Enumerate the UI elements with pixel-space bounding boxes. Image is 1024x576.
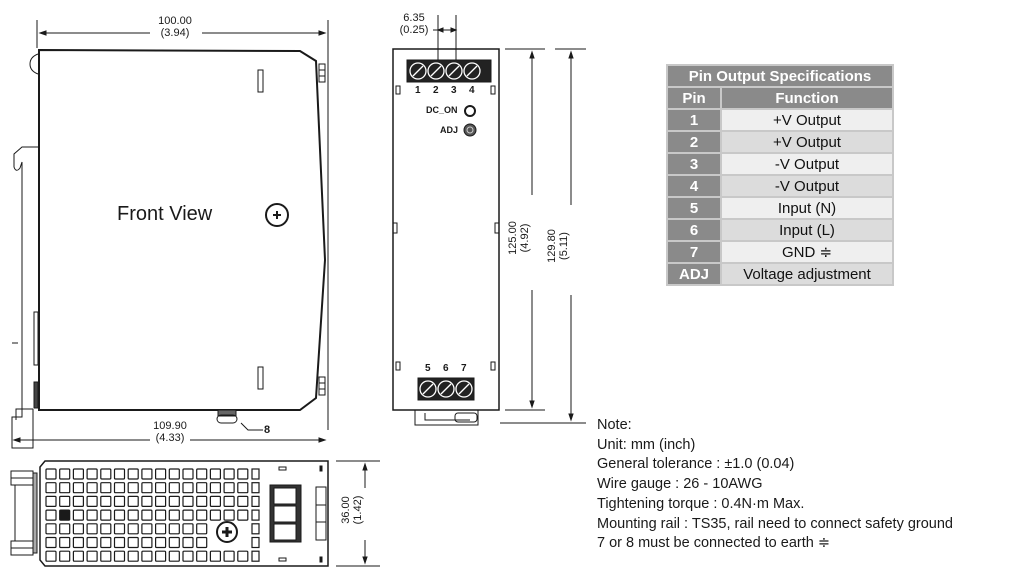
width-top-mm: 100.00 <box>158 15 192 27</box>
note-earth: 7 or 8 must be connected to earth ≑ <box>597 535 831 552</box>
pin-4-label: 4 <box>469 85 475 96</box>
width-top-dimension: 100.00 (3.94) <box>145 15 205 39</box>
pin-cell: ADJ <box>666 262 722 286</box>
dc-on-label: DC_ON <box>426 105 458 115</box>
pin-6-label: 6 <box>443 363 449 374</box>
notes-block: Note: Unit: mm (inch) General tolerance … <box>597 416 953 554</box>
pin-cell: 1 <box>666 108 722 132</box>
header-pin: Pin <box>666 86 722 110</box>
pin-cell: 6 <box>666 218 722 242</box>
depth-dimension: 36.00 (1.42) <box>340 483 364 537</box>
pin-cell: 5 <box>666 196 722 220</box>
adj-label: ADJ <box>440 125 459 135</box>
function-cell: GND ≑ <box>720 240 894 264</box>
width-top-inch: (3.94) <box>160 27 190 39</box>
function-cell: -V Output <box>720 174 894 198</box>
note-mounting-rail: Mounting rail : TS35, rail need to conne… <box>597 515 954 532</box>
pin-7-label: 7 <box>461 363 467 374</box>
depth-inch: (1.42) <box>352 495 364 525</box>
height-body-inch: (4.92) <box>519 223 531 253</box>
pin-5-label: 5 <box>425 363 431 374</box>
table-title: Pin Output Specifications <box>666 64 894 88</box>
note-wire-gauge: Wire gauge : 26 - 10AWG <box>597 476 763 493</box>
pin-2-label: 2 <box>433 85 439 96</box>
note-unit: Unit: mm (inch) <box>597 436 696 453</box>
table-row: 3-V Output <box>666 152 894 176</box>
height-body-dimension: 125.00 (4.92) <box>507 194 531 282</box>
depth-mm: 36.00 <box>340 496 352 524</box>
function-cell: Voltage adjustment <box>720 262 894 286</box>
ground-terminal-callout: 8 <box>264 424 271 436</box>
header-function: Function <box>720 86 894 110</box>
pin-cell: 3 <box>666 152 722 176</box>
height-total-dimension: 129.80 (5.11) <box>546 202 570 290</box>
note-tolerance: General tolerance : ±1.0 (0.04) <box>597 456 795 473</box>
height-body-mm: 125.00 <box>507 221 519 255</box>
pin-3-label: 3 <box>451 85 457 96</box>
note-torque: Tightening torque : 0.4N·m Max. <box>597 495 805 512</box>
pin-output-table: Pin Output Specifications Pin Function 1… <box>666 64 894 286</box>
function-cell: Input (L) <box>720 218 894 242</box>
note-heading: Note: <box>597 417 632 433</box>
table-row: 2+V Output <box>666 130 894 154</box>
width-bottom-inch: (4.33) <box>155 432 185 444</box>
function-cell: +V Output <box>720 108 894 132</box>
pitch-dimension: 6.35 (0.25) <box>394 12 434 36</box>
pin-cell: 4 <box>666 174 722 198</box>
pin-1-label: 1 <box>415 85 421 96</box>
function-cell: Input (N) <box>720 196 894 220</box>
width-bottom-mm: 109.90 <box>153 420 187 432</box>
table-row: 4-V Output <box>666 174 894 198</box>
pitch-mm: 6.35 <box>403 12 425 24</box>
front-view-label: Front View <box>117 203 213 225</box>
height-total-inch: (5.11) <box>558 232 570 260</box>
pitch-inch: (0.25) <box>399 24 429 36</box>
pin-cell: 7 <box>666 240 722 264</box>
function-cell: -V Output <box>720 152 894 176</box>
pin-cell: 2 <box>666 130 722 154</box>
height-total-mm: 129.80 <box>546 229 558 263</box>
function-cell: +V Output <box>720 130 894 154</box>
table-row: 1+V Output <box>666 108 894 132</box>
width-bottom-dimension: 109.90 (4.33) <box>140 420 200 444</box>
